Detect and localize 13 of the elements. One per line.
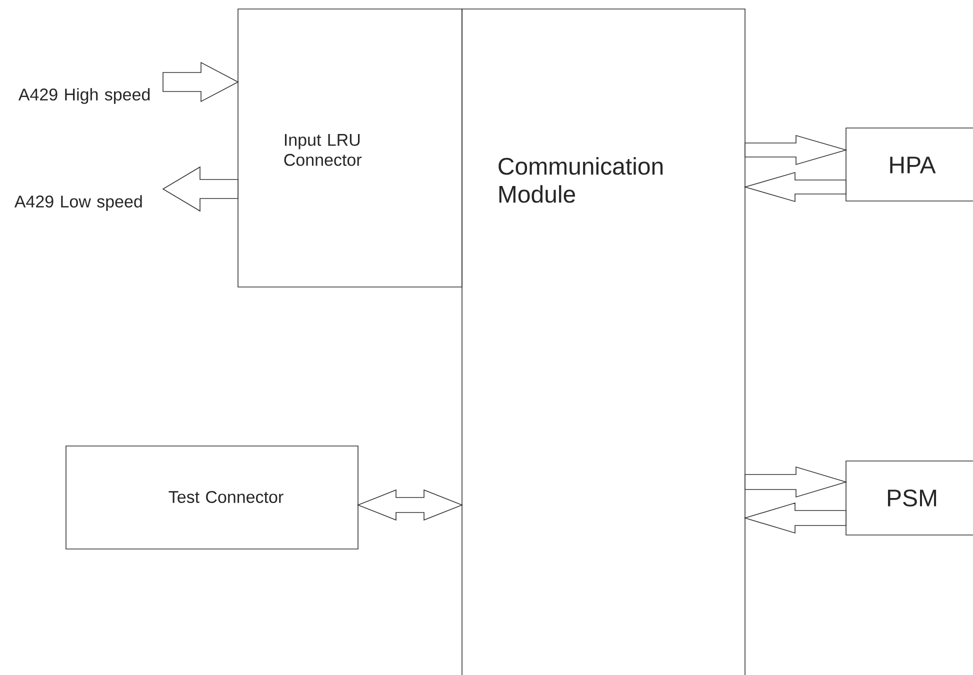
module-box: Communication Module: [462, 8, 746, 675]
block-box: Test Connector: [66, 446, 358, 550]
block-arrow: [744, 466, 848, 498]
block-box: Input LRU Connector: [238, 8, 462, 288]
block-arrow: [744, 502, 846, 534]
block-arrow: [162, 62, 239, 102]
block-arrow: [744, 134, 848, 166]
block-arrow: [744, 172, 846, 202]
signal-label: A429 Low speed: [14, 195, 142, 211]
unit-box: PSM: [846, 460, 973, 536]
unit-box: HPA: [846, 128, 973, 202]
signal-label: A429 High speed: [18, 88, 150, 104]
block-arrow: [162, 166, 238, 212]
